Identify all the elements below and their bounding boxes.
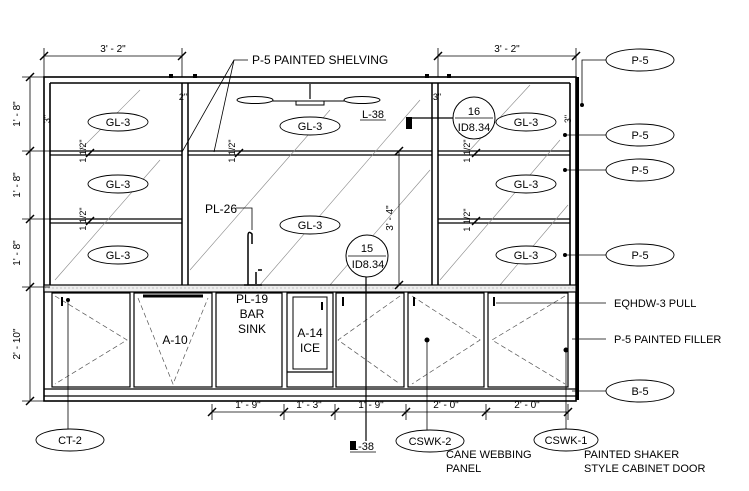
section-15-number: 15 <box>361 243 373 255</box>
dim-bottom-1: 1' - 9" <box>235 400 261 411</box>
bottom-notes: CANE WEBBING PANEL PAINTED SHAKER STYLE … <box>446 449 705 475</box>
dim-small-d: 3" <box>563 115 573 123</box>
shelves <box>50 150 570 224</box>
glass-tags: GL-3 GL-3 GL-3 GL-3 GL-3 GL-3 GL-3 GL-3 <box>87 112 557 265</box>
dim-bottom-4: 2' - 0" <box>433 400 459 411</box>
dim-top-left: 3' - 2" <box>100 44 126 55</box>
shelving-callout: P-5 PAINTED SHELVING <box>181 53 388 153</box>
ice-machine-door <box>292 296 328 370</box>
label-pl19-line1: PL-19 <box>236 292 268 306</box>
tag-gl-3: GL-3 <box>514 117 538 129</box>
dim-left-2: 1' - 8" <box>12 172 23 198</box>
dim-shelf-c1: 1 1/2" <box>227 139 237 162</box>
dim-left-3: 1' - 8" <box>12 240 23 266</box>
tag-ct2: CT-2 <box>58 435 82 447</box>
dim-small-b: 2" <box>179 92 187 102</box>
bottom-tags: CT-2 CSWK-2 CSWK-1 <box>35 298 599 453</box>
verticals <box>181 83 439 287</box>
dim-shelf-l2: 1 1/2" <box>78 207 88 230</box>
dim-shelf-r2: 1 1/2" <box>462 208 472 231</box>
markers <box>169 74 579 450</box>
dim-shelf-r1: 1 1/2" <box>462 139 472 162</box>
tag-cswk1: CSWK-1 <box>545 435 588 447</box>
section-16-ref: ID8.34 <box>458 122 490 134</box>
tag-p5-4: P-5 <box>631 250 648 262</box>
dimension-lines <box>22 48 581 420</box>
dim-bottom-2: 1' - 3" <box>296 400 322 411</box>
label-a14-line1: A-14 <box>297 326 323 340</box>
label-pull: EQHDW-3 PULL <box>614 298 696 310</box>
tag-gl-6: GL-3 <box>298 220 322 232</box>
dim-small-a: 3" <box>42 115 52 123</box>
tag-p5-3: P-5 <box>631 165 648 177</box>
countertop <box>43 284 577 293</box>
mirror-hatch <box>54 84 569 286</box>
interior-labels: PL-26 A-10 PL-19 BAR SINK A-14 ICE <box>162 202 323 355</box>
dim-shelf-l1: 1 1/2" <box>78 139 88 162</box>
dim-top-right: 3' - 2" <box>494 44 520 55</box>
tag-p5-1: P-5 <box>631 55 648 67</box>
pull-handles <box>61 294 495 306</box>
label-pl19-line3: SINK <box>238 322 266 336</box>
label-a14-line2: ICE <box>300 341 320 355</box>
note-shaker-line1: PAINTED SHAKER <box>584 449 679 461</box>
l38-top: L-38 <box>362 109 384 121</box>
section-16-number: 16 <box>468 106 480 118</box>
label-a10: A-10 <box>162 333 188 347</box>
dim-small-c: 3" <box>433 92 441 102</box>
dim-center-vertical: 3' - 4" <box>385 205 396 231</box>
right-tags: P-5 P-5 P-5 P-5 B-5 <box>563 48 675 403</box>
tag-b5: B-5 <box>631 386 648 398</box>
section-marker-16: 16 ID8.34 <box>412 96 496 140</box>
note-shaker-line2: STYLE CABINET DOOR <box>584 463 705 475</box>
tag-gl-5: GL-3 <box>514 179 538 191</box>
tag-gl-2: GL-3 <box>298 121 322 133</box>
tag-p5-2: P-5 <box>631 130 648 142</box>
tag-gl-8: GL-3 <box>514 250 538 262</box>
tag-gl-7: GL-3 <box>106 250 130 262</box>
tag-cswk2: CSWK-2 <box>409 436 452 448</box>
dim-left-1: 1' - 8" <box>12 101 23 127</box>
detail-refs: L-38 L-38 <box>350 109 386 453</box>
l38-bottom: L-38 <box>352 441 374 453</box>
note-cane-line1: CANE WEBBING <box>446 449 532 461</box>
right-callouts: EQHDW-3 PULL P-5 PAINTED FILLER <box>496 298 721 346</box>
dim-bottom-3: 1' - 9" <box>358 400 384 411</box>
note-cane-line2: PANEL <box>446 463 481 475</box>
door-swing-lines <box>54 295 566 385</box>
label-pl19-line2: BAR <box>240 307 265 321</box>
label-pl26: PL-26 <box>205 202 237 216</box>
faucet <box>244 231 262 286</box>
label-painted-shelving: P-5 PAINTED SHELVING <box>252 53 388 67</box>
dimension-text: 3' - 2" 3' - 2" 1' - 8" 1' - 8" 1' - 8" … <box>12 44 573 411</box>
label-filler: P-5 PAINTED FILLER <box>614 334 721 346</box>
section-marker-15: 15 ID8.34 <box>345 234 389 441</box>
dim-left-4: 2' - 10" <box>12 328 23 359</box>
section-15-ref: ID8.34 <box>352 259 384 271</box>
base-cabinets <box>44 292 576 397</box>
tag-gl-1: GL-3 <box>106 117 130 129</box>
dim-bottom-5: 2' - 0" <box>514 400 540 411</box>
light-fixture <box>236 84 381 106</box>
tag-gl-4: GL-3 <box>106 179 130 191</box>
